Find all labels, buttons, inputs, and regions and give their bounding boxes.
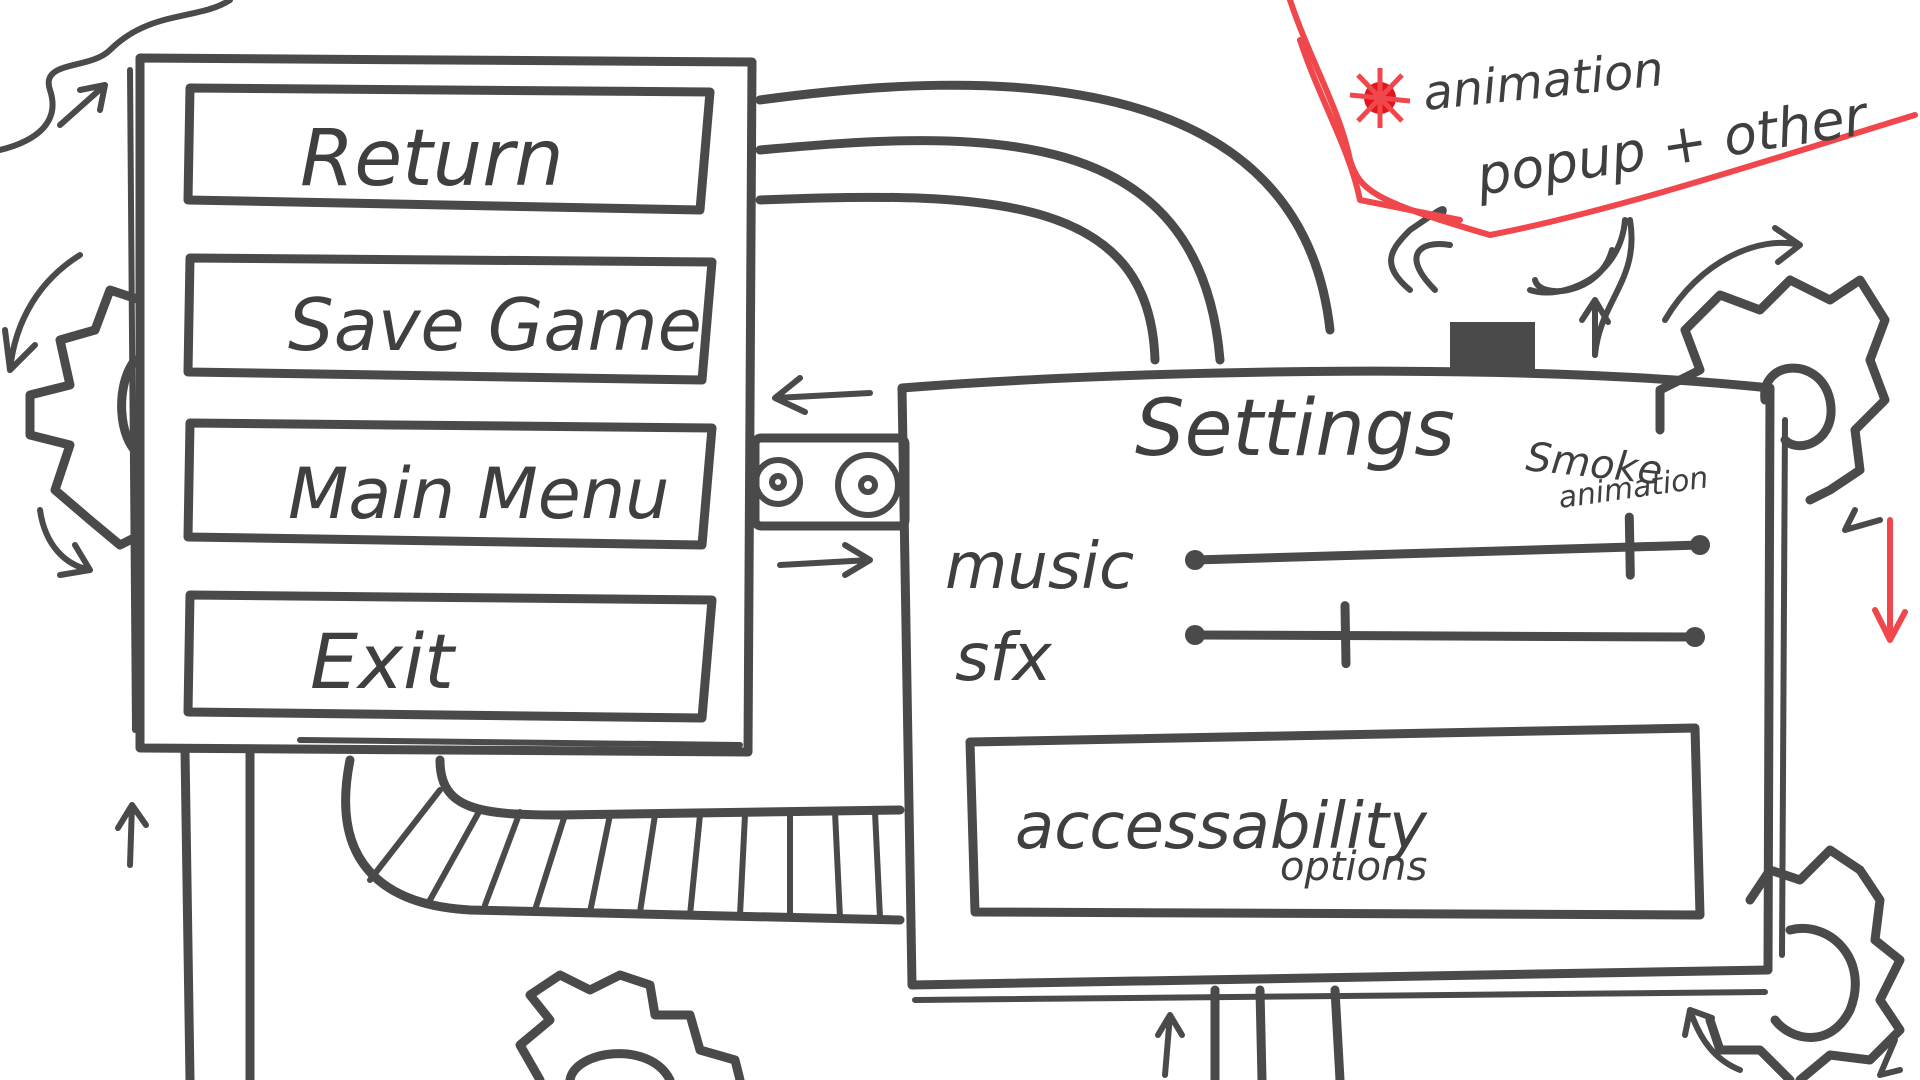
animation-note-line1: animation <box>1420 41 1666 122</box>
support-legs-settings <box>1210 985 1345 1080</box>
music-slider-handle[interactable] <box>1624 512 1635 580</box>
sfx-slider[interactable] <box>1185 601 1705 669</box>
music-slider-min-cap <box>1185 550 1205 570</box>
music-slider[interactable] <box>1185 512 1710 580</box>
gear-bottom-center-icon <box>515 970 745 1080</box>
gear-top-right-icon <box>1655 225 1890 533</box>
sfx-label: sfx <box>955 619 1053 696</box>
gear-left-icon <box>2 252 145 578</box>
pause-menu-panel: Return Save Game Main Menu Exit <box>127 53 757 757</box>
exit-button-label: Exit <box>310 617 457 706</box>
support-legs-left <box>180 745 255 1080</box>
accessibility-options-label-line2: options <box>1280 844 1427 890</box>
save-game-button[interactable]: Save Game <box>183 253 717 385</box>
return-button[interactable]: Return <box>183 83 715 215</box>
smoke-vent <box>1450 322 1535 370</box>
roller-connector <box>750 433 910 531</box>
settings-title: Settings <box>1135 384 1455 474</box>
motion-arrows <box>0 0 1635 1078</box>
pipe-connector-top <box>755 80 1335 365</box>
main-menu-button[interactable]: Main Menu <box>183 418 717 550</box>
accessibility-options-button[interactable]: accessability options <box>965 723 1705 920</box>
accessibility-options-label-line1: accessability <box>1015 790 1428 864</box>
music-label: music <box>945 530 1134 604</box>
flexible-hose-bottom <box>341 755 905 925</box>
exit-button[interactable]: Exit <box>183 590 717 723</box>
return-button-label: Return <box>300 114 564 204</box>
main-menu-button-label: Main Menu <box>288 453 670 535</box>
gear-bottom-right-icon <box>1682 845 1905 1080</box>
save-game-button-label: Save Game <box>288 283 702 367</box>
settings-panel: Settings Smoke animation music sfx acces… <box>897 366 1788 1003</box>
sfx-slider-max-cap <box>1685 627 1705 647</box>
music-slider-max-cap <box>1690 535 1710 555</box>
sfx-slider-min-cap <box>1185 625 1205 645</box>
sfx-slider-handle[interactable] <box>1340 601 1351 669</box>
